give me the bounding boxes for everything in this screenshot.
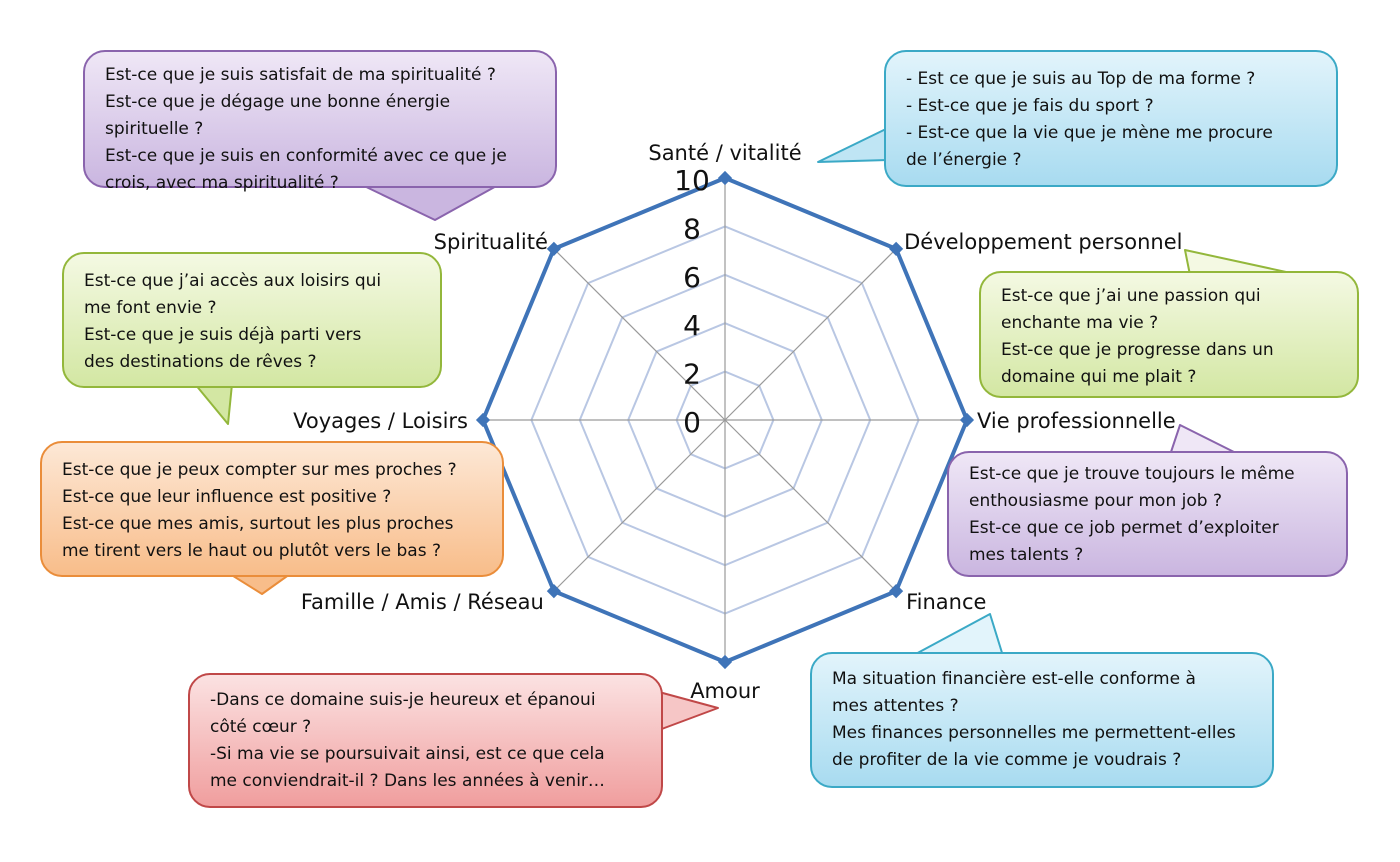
- bubble-line: Est-ce que je suis en conformité avec ce…: [105, 146, 507, 166]
- tick-label: 4: [683, 309, 701, 342]
- category-label: Amour: [690, 679, 760, 703]
- bubble-line: enthousiasme pour mon job ?: [969, 491, 1222, 511]
- bubble-amour: -Dans ce domaine suis-je heureux et épan…: [188, 673, 663, 808]
- bubble-voyages: Est-ce que j’ai accès aux loisirs qui me…: [62, 252, 442, 388]
- bubble-line: domaine qui me plait ?: [1001, 367, 1197, 387]
- bubble-line: - Est-ce que la vie que je mène me procu…: [906, 123, 1273, 143]
- radar-spoke: [724, 419, 897, 592]
- category-label: Développement personnel: [904, 230, 1182, 254]
- data-point: [959, 412, 975, 428]
- bubble-line: me tirent vers le haut ou plutôt vers le…: [62, 541, 441, 561]
- bubble-line: Est-ce que ce job permet d’exploiter: [969, 518, 1279, 538]
- bubble-line: Ma situation financière est-elle conform…: [832, 669, 1196, 689]
- radar-spoke: [553, 419, 726, 592]
- bubble-tail: [817, 127, 889, 163]
- data-point: [546, 241, 561, 256]
- tick-label: 6: [683, 261, 701, 294]
- bubble-line: mes attentes ?: [832, 696, 959, 716]
- bubble-famille: Est-ce que je peux compter sur mes proch…: [40, 441, 504, 577]
- bubble-line: me conviendrait-il ? Dans les années à v…: [210, 771, 605, 791]
- bubble-line: Est-ce que je peux compter sur mes proch…: [62, 460, 457, 480]
- category-label: Famille / Amis / Réseau: [301, 590, 544, 614]
- bubble-line: Est-ce que je suis déjà parti vers: [84, 325, 362, 345]
- bubble-sante: - Est ce que je suis au Top de ma forme …: [884, 50, 1338, 187]
- bubble-vie-pro: Est-ce que je trouve toujours le même en…: [947, 451, 1348, 577]
- radar-series: [475, 170, 975, 670]
- bubble-line: Est-ce que leur influence est positive ?: [62, 487, 392, 507]
- bubble-line: Est-ce que je suis satisfait de ma spiri…: [105, 65, 496, 85]
- bubble-tail: [194, 383, 233, 425]
- data-point: [475, 412, 491, 428]
- bubble-line: des destinations de rêves ?: [84, 352, 317, 372]
- data-point: [717, 170, 733, 186]
- bubble-line: Est-ce que je dégage une bonne énergie: [105, 92, 451, 112]
- category-label: Santé / vitalité: [648, 141, 801, 165]
- bubble-developpement: Est-ce que j’ai une passion qui enchante…: [979, 271, 1359, 398]
- bubble-line: crois, avec ma spiritualité ?: [105, 173, 339, 193]
- bubble-line: Est-ce que j’ai une passion qui: [1001, 286, 1261, 306]
- tick-label: 0: [683, 406, 701, 439]
- bubble-line: -Si ma vie se poursuivait ainsi, est ce …: [210, 744, 605, 764]
- radar-spoke: [724, 248, 897, 421]
- data-point: [717, 654, 733, 670]
- bubble-line: Est-ce que je trouve toujours le même: [969, 464, 1295, 484]
- bubble-line: côté cœur ?: [210, 717, 312, 737]
- bubble-tail: [229, 573, 291, 595]
- data-point: [889, 241, 904, 256]
- bubble-finance: Ma situation financière est-elle conform…: [810, 652, 1274, 788]
- bubble-line: de l’énergie ?: [906, 150, 1022, 170]
- data-point: [889, 584, 904, 599]
- tick-label: 10: [674, 164, 710, 197]
- bubble-line: Est-ce que je progresse dans un: [1001, 340, 1274, 360]
- bubble-line: - Est ce que je suis au Top de ma forme …: [906, 69, 1256, 89]
- radar-tick-labels: 0 2 4 6 8 10: [674, 164, 710, 439]
- bubble-line: mes talents ?: [969, 545, 1084, 565]
- category-label: Vie professionnelle: [977, 409, 1176, 433]
- bubble-line: Est-ce que mes amis, surtout les plus pr…: [62, 514, 454, 534]
- bubble-line: spirituelle ?: [105, 119, 204, 139]
- bubble-line: me font envie ?: [84, 298, 217, 318]
- category-label: Finance: [906, 590, 986, 614]
- bubble-line: -Dans ce domaine suis-je heureux et épan…: [210, 690, 596, 710]
- bubble-line: Est-ce que j’ai accès aux loisirs qui: [84, 271, 382, 291]
- tick-label: 2: [683, 358, 701, 391]
- bubble-line: de profiter de la vie comme je voudrais …: [832, 750, 1182, 770]
- category-label: Voyages / Loisirs: [293, 409, 468, 433]
- bubble-spiritualite: Est-ce que je suis satisfait de ma spiri…: [83, 50, 557, 193]
- category-label: Spiritualité: [434, 230, 548, 254]
- radar-spokes: [483, 178, 967, 662]
- data-point: [546, 584, 561, 599]
- bubble-line: Mes finances personnelles me permettent-…: [832, 723, 1236, 743]
- tick-label: 8: [683, 212, 701, 245]
- bubble-line: enchante ma vie ?: [1001, 313, 1159, 333]
- bubble-line: - Est-ce que je fais du sport ?: [906, 96, 1154, 116]
- bubble-tail: [911, 613, 1004, 657]
- radar-spoke: [553, 248, 726, 421]
